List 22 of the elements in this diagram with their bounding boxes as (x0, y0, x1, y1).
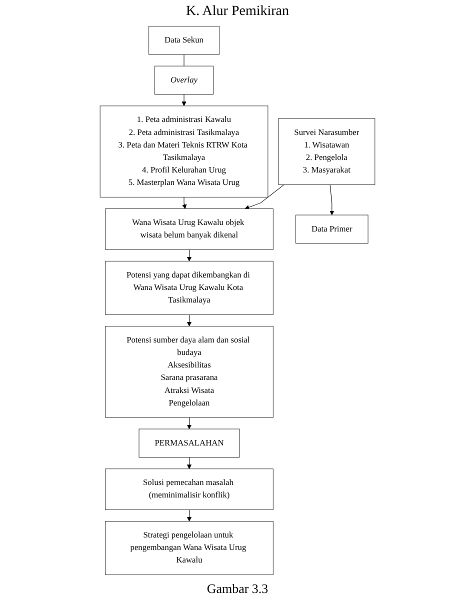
node-box: Potensi yang dapat dikembangkan di Wana Wisata Urug Kawalu Kota Tasikmalaya (105, 260, 274, 315)
node-box: 1. Peta administrasi Kawalu 2. Peta administrasi Tasikmalaya 3. Peta dan Materi Teknis RTRW Kota Tasikmalaya 4. Profil Kelurahan Urug 5. Masterplan Wana Wisata Urug (100, 106, 268, 198)
figure-caption: Gambar 3.3 (206, 581, 268, 597)
arrow (186, 457, 192, 470)
node-box: Data Primer (296, 214, 368, 244)
arrow (182, 94, 186, 106)
node-box: Solusi pemecahan masalah (meminimalisir konflik) (105, 468, 274, 510)
arrow (244, 184, 284, 210)
arrow (186, 417, 192, 430)
arrow (330, 184, 334, 216)
node-box: Survei Narasumber 1. Wisatawan 2. Pengelola 3. Masyarakat (278, 118, 376, 185)
node-box: Data Sekun (148, 26, 220, 55)
arrow (186, 249, 192, 262)
node-box: Wana Wisata Urug Kawalu objek wisata belum banyak dikenal (105, 208, 274, 250)
arrow (186, 314, 192, 326)
arrow (186, 510, 192, 522)
node-box: Overlay (154, 66, 214, 95)
diagram-title: K. Alur Pemikiran (186, 4, 290, 20)
node-box: Potensi sumber daya alam dan sosial budaya Aksesibilitas Sarana prasarana Atraksi Wisata Pengelolaan (105, 326, 274, 418)
arrow (182, 196, 187, 209)
node-box: Strategi pengelolaan untuk pengembangan Wana Wisata Urug Kawalu (105, 521, 274, 576)
node-box: PERMASALAHAN (138, 428, 240, 458)
